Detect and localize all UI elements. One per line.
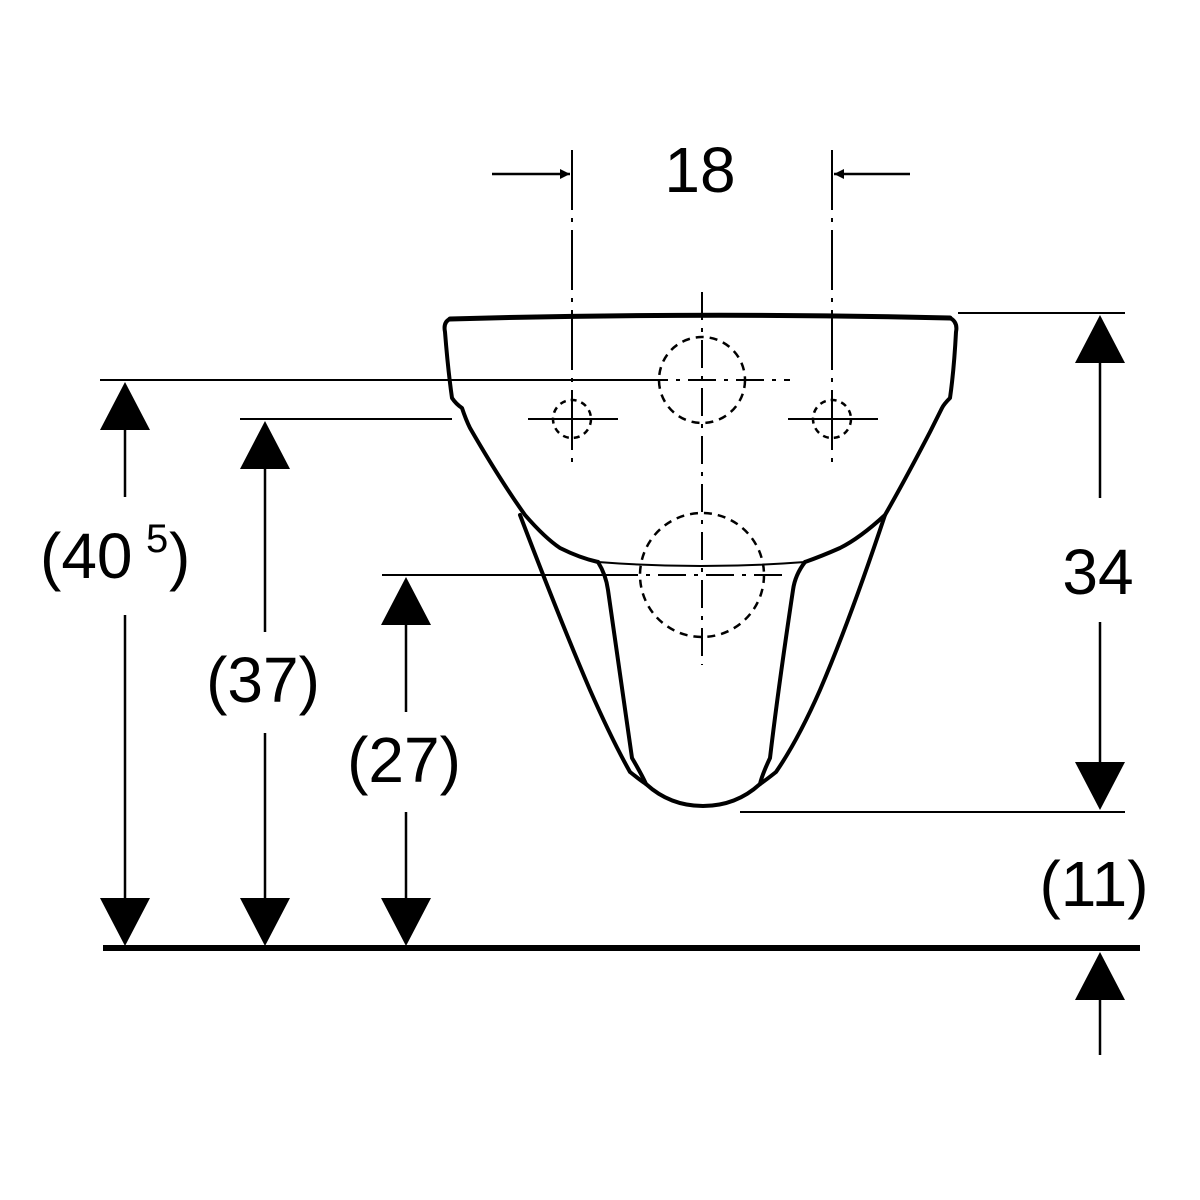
label-34: 34 xyxy=(1062,536,1133,608)
bowl-rim-line xyxy=(597,561,806,567)
centre-lines xyxy=(528,150,878,665)
dim-37-arrow-bottom xyxy=(240,898,290,946)
label-11: (11) xyxy=(1039,848,1148,920)
pedestal-inner-left xyxy=(596,560,648,786)
extension-lines xyxy=(100,312,1125,813)
label-40-5: (40 5 ) xyxy=(40,517,190,592)
toilet-top-edge xyxy=(447,312,953,322)
pedestal-outer-left xyxy=(518,513,648,786)
dim-40-5-arrow-top xyxy=(100,382,150,430)
dim-34-arrow-bottom xyxy=(1075,762,1125,810)
label-37: (37) xyxy=(206,644,320,716)
dimension-arrows-vertical xyxy=(100,315,1125,1055)
toilet-left-side xyxy=(442,317,600,564)
dim-37-arrow-top xyxy=(240,421,290,469)
label-18: 18 xyxy=(664,134,735,206)
dim-34-arrow-top xyxy=(1075,315,1125,363)
pedestal-inner-right xyxy=(758,560,807,786)
dim-40-5-arrow-bottom xyxy=(100,898,150,946)
toilet-right-side xyxy=(803,316,959,564)
label-40-5-close: ) xyxy=(169,520,190,592)
dim-27-arrow-top xyxy=(381,577,431,625)
label-40-5-superscript: 5 xyxy=(146,517,168,561)
pedestal-outer-right xyxy=(758,513,887,786)
label-40-5-main: (40 xyxy=(40,520,133,592)
dim-27-arrow-bottom xyxy=(381,898,431,946)
dim-11-arrow xyxy=(1075,952,1125,1000)
pedestal-bottom xyxy=(644,782,762,808)
label-27: (27) xyxy=(347,724,461,796)
toilet-body xyxy=(442,312,959,808)
